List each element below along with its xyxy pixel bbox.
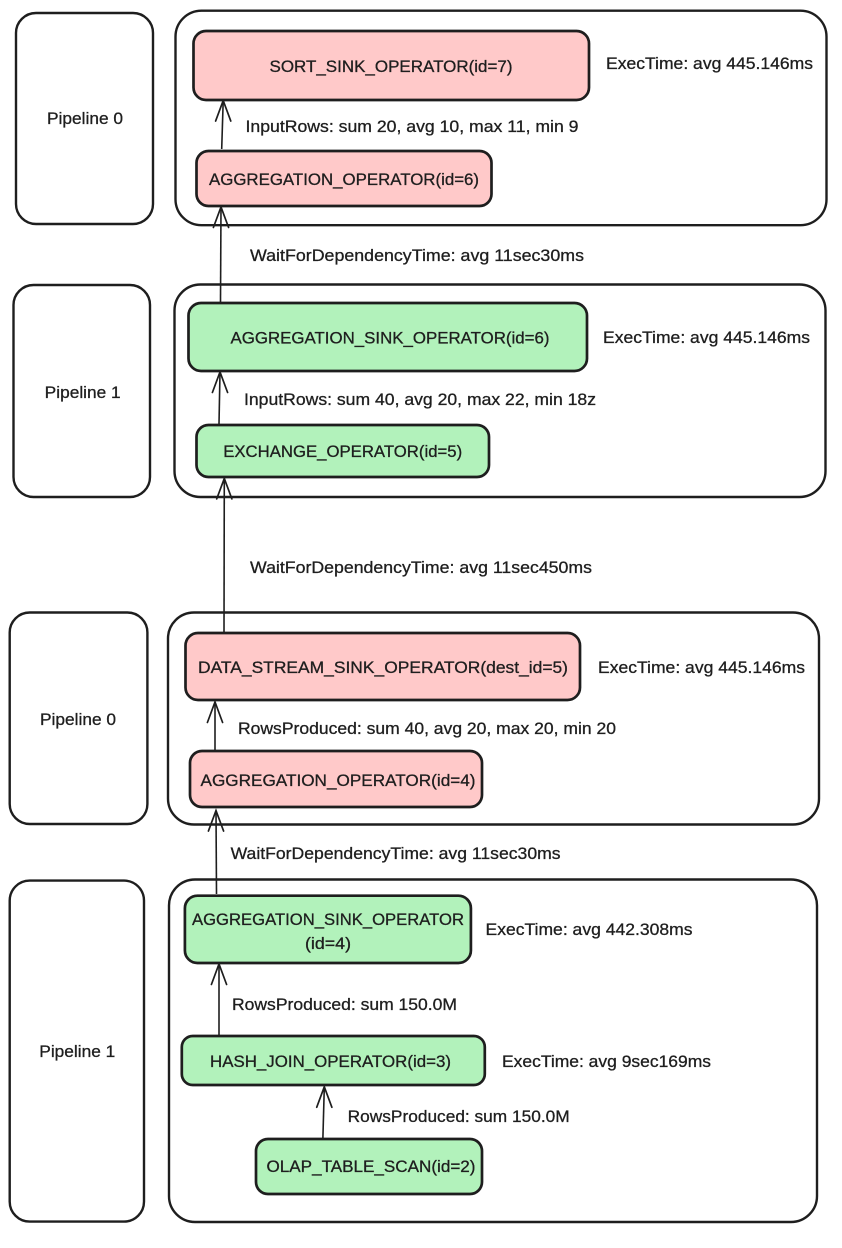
svg-text:HASH_JOIN_OPERATOR(id=3): HASH_JOIN_OPERATOR(id=3)	[210, 1052, 451, 1071]
svg-text:ExecTime: avg 442.308ms: ExecTime: avg 442.308ms	[486, 920, 693, 939]
svg-text:Pipeline 0: Pipeline 0	[47, 109, 123, 128]
svg-text:InputRows: sum 40, avg 20, max: InputRows: sum 40, avg 20, max 22, min 1…	[244, 390, 596, 409]
svg-text:RowsProduced: sum 40, avg 20,: RowsProduced: sum 40, avg 20, max 20, mi…	[238, 719, 616, 738]
svg-text:Pipeline 1: Pipeline 1	[39, 1042, 115, 1061]
svg-text:WaitForDependencyTime: avg 11s: WaitForDependencyTime: avg 11sec450ms	[250, 558, 592, 577]
svg-text:ExecTime: avg 445.146ms: ExecTime: avg 445.146ms	[603, 328, 810, 347]
svg-text:AGGREGATION_OPERATOR(id=4): AGGREGATION_OPERATOR(id=4)	[201, 771, 476, 790]
svg-text:(id=4): (id=4)	[305, 934, 351, 953]
svg-text:InputRows: sum 20, avg 10, max: InputRows: sum 20, avg 10, max 11, min 9	[246, 117, 579, 136]
svg-text:Pipeline 1: Pipeline 1	[45, 383, 121, 402]
svg-text:SORT_SINK_OPERATOR(id=7): SORT_SINK_OPERATOR(id=7)	[270, 57, 513, 76]
svg-text:WaitForDependencyTime: avg 11s: WaitForDependencyTime: avg 11sec30ms	[231, 844, 561, 863]
svg-text:ExecTime: avg 445.146ms: ExecTime: avg 445.146ms	[606, 54, 813, 73]
svg-text:EXCHANGE_OPERATOR(id=5): EXCHANGE_OPERATOR(id=5)	[223, 442, 462, 461]
svg-text:DATA_STREAM_SINK_OPERATOR(dest: DATA_STREAM_SINK_OPERATOR(dest_id=5)	[198, 658, 568, 677]
svg-text:ExecTime: avg 9sec169ms: ExecTime: avg 9sec169ms	[502, 1052, 711, 1071]
svg-text:AGGREGATION_OPERATOR(id=6): AGGREGATION_OPERATOR(id=6)	[209, 170, 479, 189]
svg-text:OLAP_TABLE_SCAN(id=2): OLAP_TABLE_SCAN(id=2)	[267, 1157, 476, 1176]
svg-text:WaitForDependencyTime: avg 11s: WaitForDependencyTime: avg 11sec30ms	[250, 246, 584, 265]
svg-text:ExecTime: avg 445.146ms: ExecTime: avg 445.146ms	[598, 658, 805, 677]
svg-text:AGGREGATION_SINK_OPERATOR: AGGREGATION_SINK_OPERATOR	[192, 910, 464, 929]
svg-text:RowsProduced: sum 150.0M: RowsProduced: sum 150.0M	[348, 1107, 570, 1126]
svg-text:RowsProduced: sum 150.0M: RowsProduced: sum 150.0M	[232, 995, 457, 1014]
svg-text:Pipeline 0: Pipeline 0	[40, 710, 116, 729]
svg-text:AGGREGATION_SINK_OPERATOR(id=6: AGGREGATION_SINK_OPERATOR(id=6)	[231, 329, 550, 348]
